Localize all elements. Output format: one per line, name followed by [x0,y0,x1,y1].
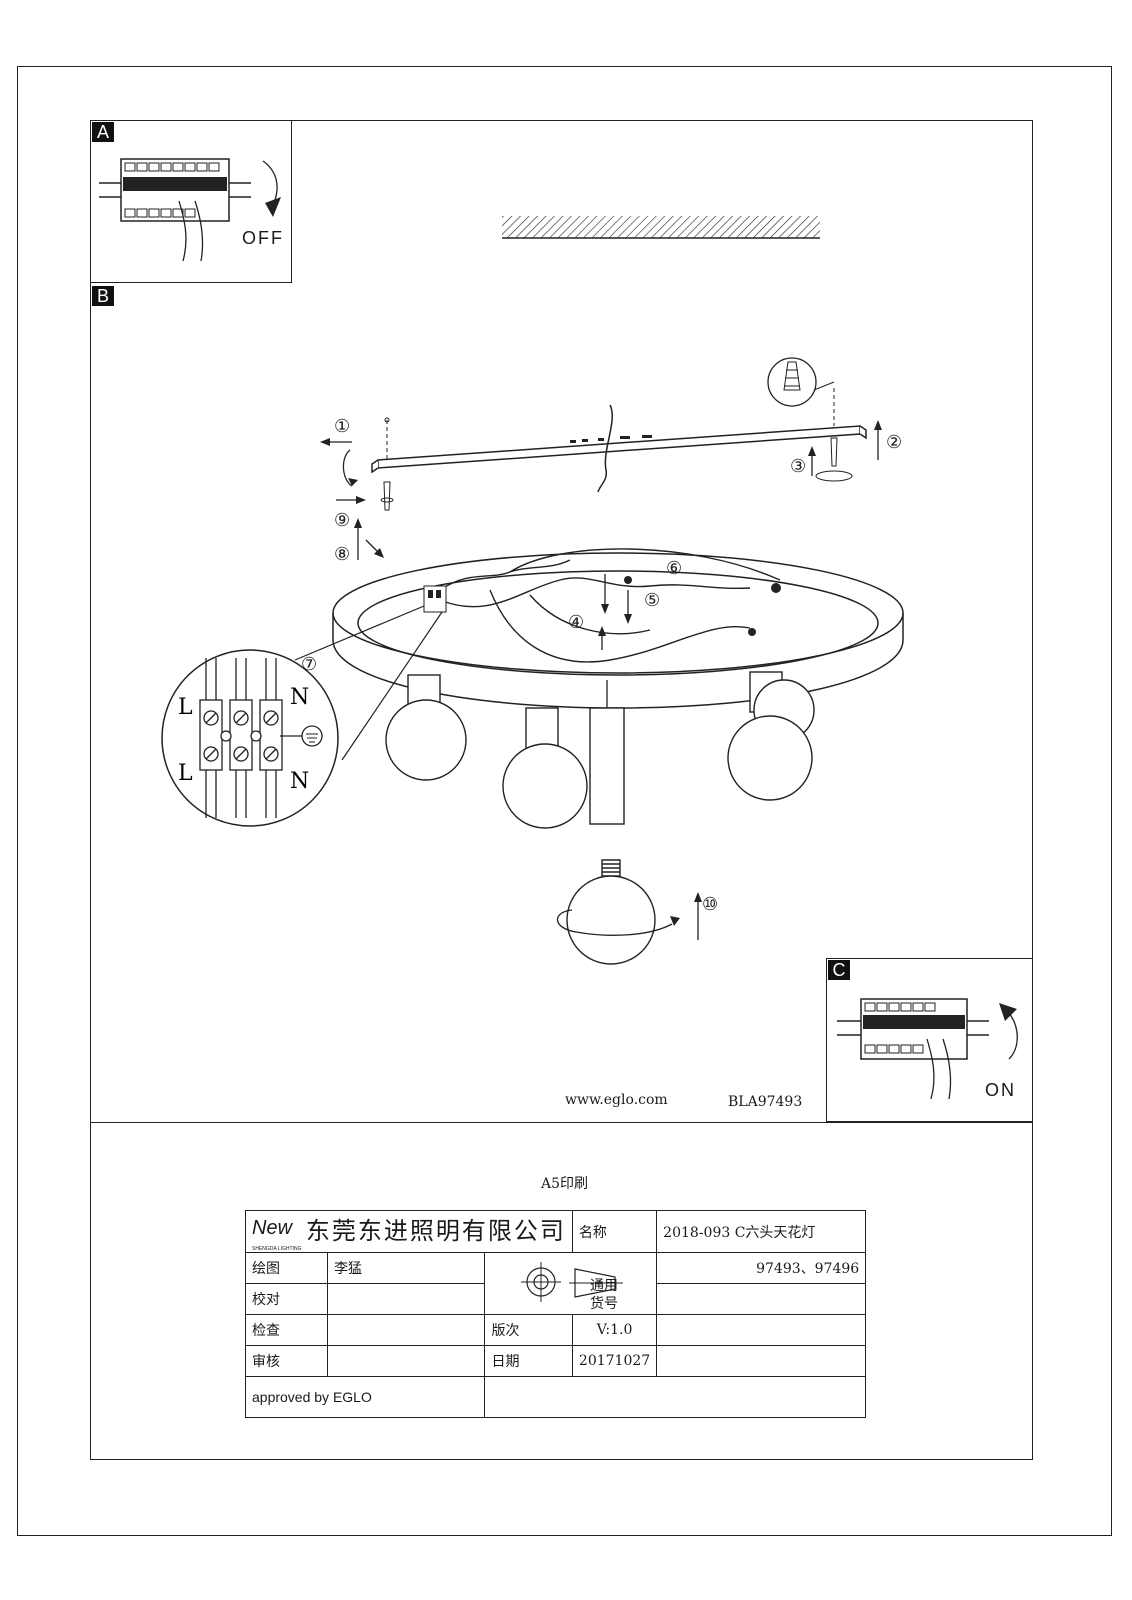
approved-text: approved by EGLO [244,1376,486,1418]
date-value: 20171027 [571,1345,658,1377]
projection-symbol [484,1252,658,1315]
name-label: 名称 [571,1210,658,1253]
drawn-label: 绘图 [244,1252,329,1284]
review-value [327,1345,486,1377]
step-4: ④ [568,612,584,633]
spare-row-1 [656,1283,867,1315]
item-value: 97493、97496 [656,1252,867,1284]
bulbs [385,671,815,829]
off-label: OFF [242,228,284,248]
step-8: ⑧ [334,544,350,565]
inspect-value [327,1314,486,1346]
print-note: A5印刷 [541,1176,589,1192]
panel-c-inset [826,958,1033,1122]
check-value [327,1283,486,1315]
logo-text: New [252,1217,293,1239]
wire-n-bottom: N [290,769,309,794]
company-logo: New SHENGDA LIGHTING [252,1218,301,1252]
internal-wiring [439,548,781,663]
name-value: 2018-093 C六头天花灯 [656,1210,867,1253]
version-value: V:1.0 [571,1314,658,1346]
outer-frame [17,66,1112,1536]
ceiling-hatch [502,216,820,238]
approved-blank [484,1376,867,1418]
logo-subtext: SHENGDA LIGHTING [252,1246,302,1252]
panel-a-inset [90,120,292,283]
review-label: 审核 [244,1345,329,1377]
step-9: ⑨ [334,510,350,531]
step-6: ⑥ [666,558,682,579]
footer-divider [90,1122,1033,1123]
assembly-illustration: ① ② ③ ④ ⑤ ⑥ ⑦ ⑧ ⑨ ⑩ [294,216,904,965]
step-2: ② [886,432,902,453]
spare-row-2 [656,1314,867,1346]
wiring-detail: L N L N [161,649,339,827]
wire-l-top: L [178,695,193,720]
on-label: ON [985,1080,1016,1100]
company-name: 东莞东进照明有限公司 [305,1217,566,1245]
version-label: 版次 [484,1314,573,1346]
title-block: New SHENGDA LIGHTING 东莞东进照明有限公司 名称 2018-… [244,1210,867,1418]
step-5: ⑤ [644,590,660,611]
replacement-bulb [566,859,656,965]
website-text: www.eglo.com [565,1092,668,1108]
breaker-on-illustration [837,998,1018,1100]
step-numbers: ① ② ③ ④ ⑤ ⑥ ⑦ ⑧ ⑨ ⑩ [301,416,902,915]
step-10: ⑩ [702,894,718,915]
step-1: ① [334,416,350,437]
inspect-label: 检查 [244,1314,329,1346]
panel-c-label: C [828,960,850,980]
doc-code: BLA97493 [728,1094,803,1110]
check-label: 校对 [244,1283,329,1315]
inner-frame [90,120,1033,1460]
general-item-label: 通用 货号 [590,1278,618,1312]
wire-n-top: N [290,685,309,710]
panel-b-label: B [92,286,114,306]
wire-l-bottom: L [178,761,193,786]
panel-a-label: A [92,122,114,142]
drawn-value: 李猛 [327,1252,486,1284]
projection-icon [520,1261,623,1302]
date-label: 日期 [484,1345,573,1377]
mounting-bracket [371,425,867,474]
step-3: ③ [790,456,806,477]
breaker-off-illustration [99,158,281,262]
spare-row-3 [656,1345,867,1377]
